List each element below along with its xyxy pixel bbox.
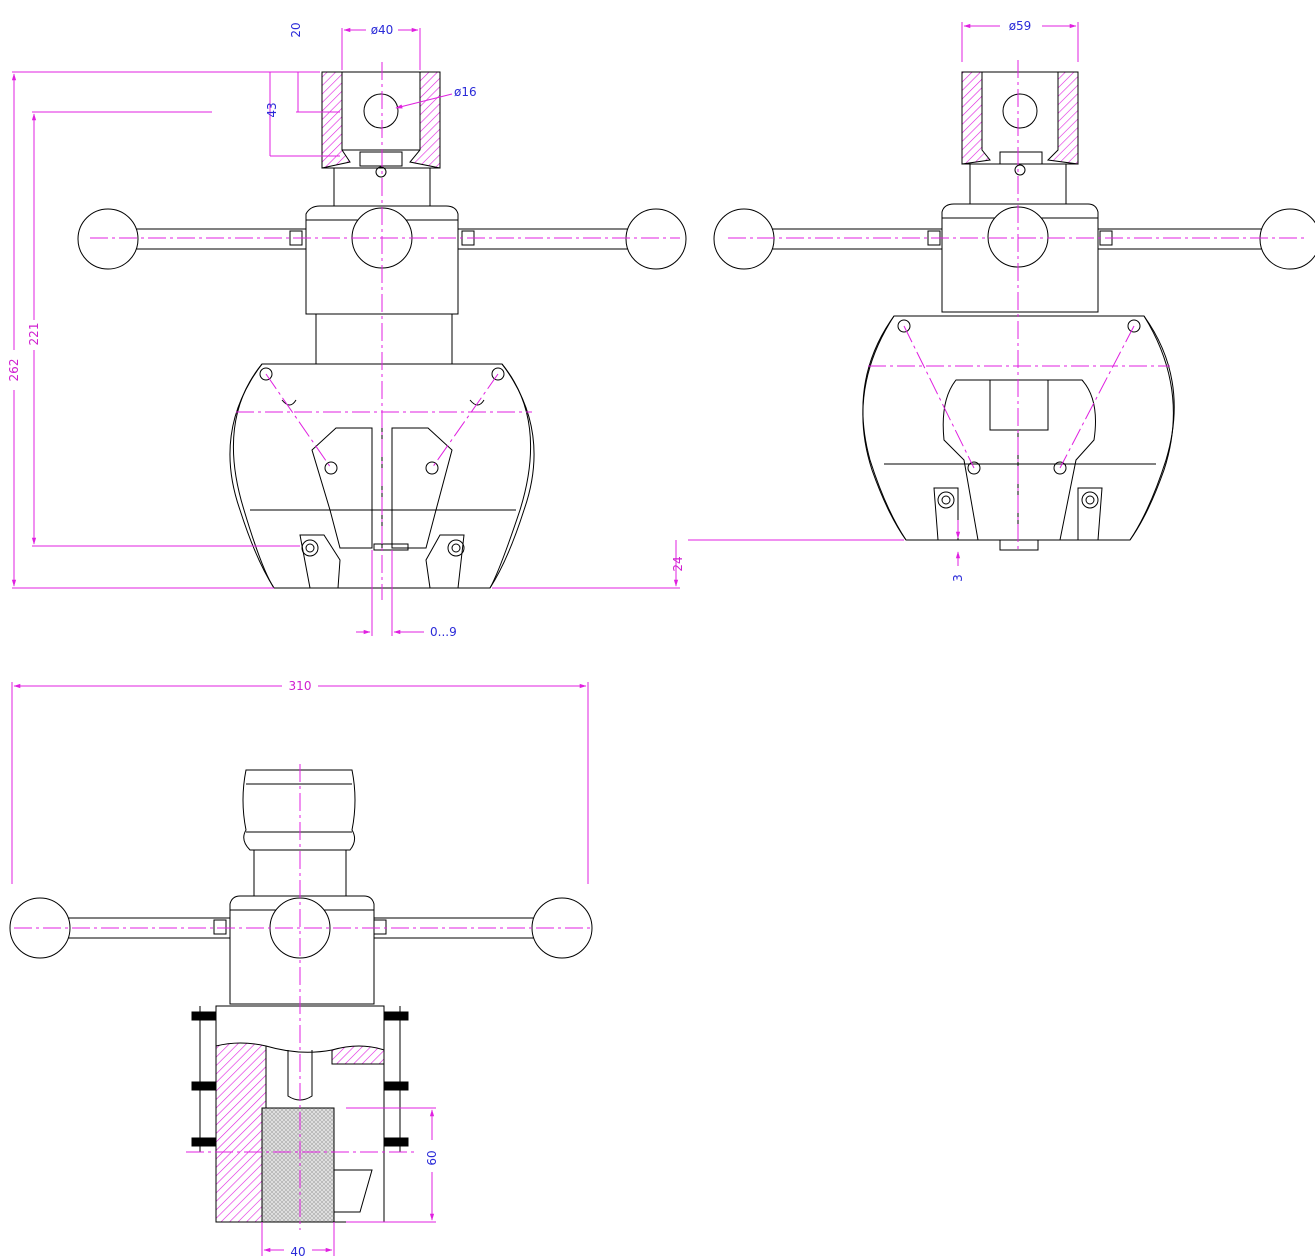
front-dimension-texts: 20 ø40 ø16 43 262 221 0...9 24 — [7, 22, 685, 639]
side-handle-bar-right — [1097, 228, 1275, 250]
dim-hole-height: 43 — [265, 102, 279, 117]
front-cross-hole — [363, 93, 399, 129]
dim-handle-span: 310 — [289, 679, 312, 693]
section-screws — [191, 1011, 409, 1147]
front-spindle — [315, 313, 453, 365]
front-handle-bar-left — [135, 228, 307, 250]
dim-top-offset: 20 — [289, 22, 303, 37]
side-handle-bar-left — [769, 228, 943, 250]
side-handle-knob-left — [713, 208, 775, 270]
dim-hole-diameter: ø16 — [454, 85, 477, 99]
side-jaw-body — [862, 315, 1175, 541]
section-handle-knob-left — [9, 897, 71, 959]
front-head-hatch-left — [321, 71, 351, 169]
side-dimensions — [688, 22, 1079, 566]
section-view — [9, 769, 593, 1223]
side-handle-knob-right — [1259, 208, 1315, 270]
front-clamp-left — [299, 534, 341, 589]
front-handle-knob-right — [625, 208, 687, 270]
front-centerlines — [90, 62, 680, 600]
front-handle-knob-left — [77, 208, 139, 270]
front-head-hatch-right — [409, 71, 441, 169]
side-dimension-texts: ø59 3 — [951, 19, 1031, 582]
section-dimensions — [11, 682, 589, 1256]
front-dimensions — [11, 27, 680, 636]
front-jaw-left — [311, 427, 373, 549]
dim-height-inner: 221 — [27, 323, 41, 346]
front-jaw-right — [391, 427, 453, 549]
section-dimension-texts: 310 60 40 — [289, 679, 439, 1259]
dim-bore-diameter-side: ø59 — [1009, 19, 1032, 33]
front-handle-bar-right — [457, 228, 637, 250]
front-clamp-right — [425, 534, 465, 589]
dim-height-total: 262 — [7, 359, 21, 382]
section-insert — [261, 1107, 335, 1223]
section-hatch-right — [331, 1045, 385, 1065]
dim-insert-width: 40 — [290, 1245, 305, 1259]
side-view — [713, 71, 1315, 551]
dim-bore-diameter-front: ø40 — [371, 23, 394, 37]
dim-insert-height: 60 — [425, 1150, 439, 1165]
section-top-cap — [242, 769, 356, 851]
dim-jaw-gap: 0...9 — [430, 625, 457, 639]
section-centerlines — [14, 764, 590, 1230]
dim-jaw-protrusion: 24 — [671, 556, 685, 571]
dim-jaw-offset: 3 — [951, 574, 965, 582]
side-centerlines — [728, 60, 1305, 550]
section-hatch-left — [215, 1042, 267, 1223]
